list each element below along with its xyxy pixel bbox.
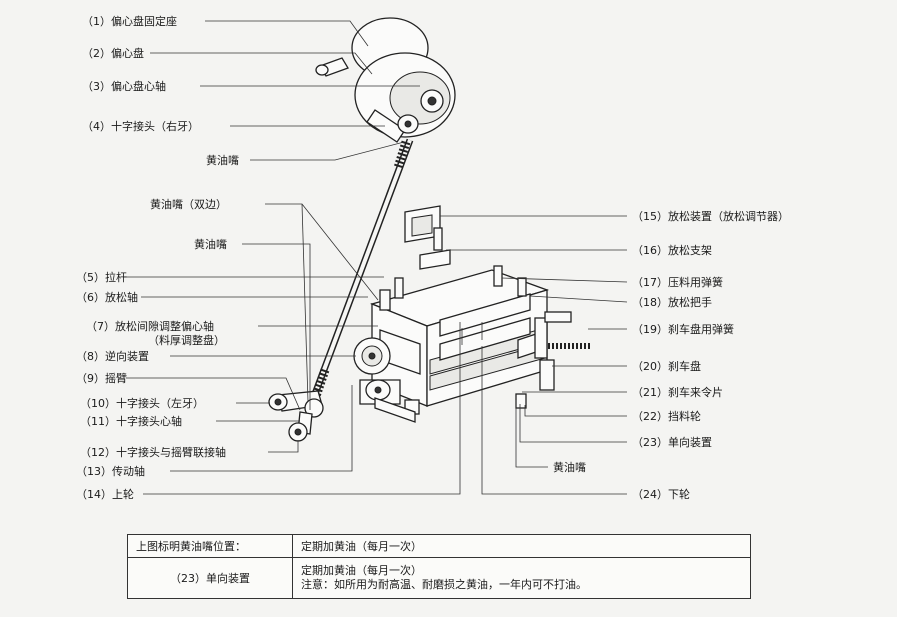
label-grease-nipple-3: 黄油嘴 xyxy=(553,460,586,474)
label-reverse-device: （8）逆向装置 xyxy=(76,349,149,363)
label-grease-nipple-1: 黄油嘴 xyxy=(206,153,239,167)
table-cell-instructions: 定期加黄油（每月一次） 注意：如所用为耐高温、耐磨损之黄油，一年内可不打油。 xyxy=(292,557,751,599)
label-brake-lining: （21）刹车来令片 xyxy=(632,385,723,399)
left-labels: （1）偏心盘固定座 （2）偏心盘 （3）偏心盘心轴 （4）十字接头（右牙） 黄油… xyxy=(76,14,239,501)
table-cell-part: （23）单向装置 xyxy=(127,557,293,599)
label-one-way-device: （23）单向装置 xyxy=(632,435,712,449)
label-upper-wheel: （14）上轮 xyxy=(76,487,134,501)
label-brake-spring: （19）刹车盘用弹簧 xyxy=(632,322,734,336)
caution-text: 注意：如所用为耐高温、耐磨损之黄油，一年内可不打油。 xyxy=(301,578,587,591)
label-gap-eccentric-shaft: （7）放松间隙调整偏心轴 xyxy=(86,319,214,333)
leader-lines xyxy=(123,20,628,495)
label-eccentric-disk-shaft: （3）偏心盘心轴 xyxy=(82,79,166,93)
table-cell-header: 上图标明黄油嘴位置： xyxy=(127,534,293,558)
right-labels: （15）放松装置（放松调节器） （16）放松支架 （17）压料用弹簧 （18）放… xyxy=(553,209,789,501)
label-cross-joint-shaft: （11）十字接头心轴 xyxy=(80,414,182,428)
label-cross-joint-left: （10）十字接头（左牙） xyxy=(80,396,204,410)
table-row: 上图标明黄油嘴位置： 定期加黄油（每月一次） xyxy=(127,534,751,558)
label-stop-wheel: （22）挡料轮 xyxy=(632,409,701,423)
label-release-shaft: （6）放松轴 xyxy=(76,290,138,304)
table-cell-schedule: 定期加黄油（每月一次） xyxy=(292,534,751,558)
label-release-device: （15）放松装置（放松调节器） xyxy=(632,209,789,223)
label-brake-disk: （20）刹车盘 xyxy=(632,359,701,373)
lubrication-table: 上图标明黄油嘴位置： 定期加黄油（每月一次） （23）单向装置 定期加黄油（每月… xyxy=(127,534,751,599)
schedule-text: 定期加黄油（每月一次） xyxy=(301,564,422,577)
label-cross-joint-rocker-link: （12）十字接头与摇臂联接轴 xyxy=(80,445,226,459)
table-row: （23）单向装置 定期加黄油（每月一次） 注意：如所用为耐高温、耐磨损之黄油，一… xyxy=(127,557,751,599)
label-release-handle: （18）放松把手 xyxy=(632,295,712,309)
label-pull-rod: （5）拉杆 xyxy=(76,270,127,284)
machine-drawing xyxy=(268,17,590,442)
label-thickness-disk: （料厚调整盘） xyxy=(148,333,225,347)
label-lower-wheel: （24）下轮 xyxy=(632,487,690,501)
label-eccentric-disk-mount: （1）偏心盘固定座 xyxy=(82,14,177,28)
label-press-spring: （17）压料用弹簧 xyxy=(632,275,723,289)
label-grease-nipple-double: 黄油嘴（双边） xyxy=(150,197,227,211)
label-eccentric-disk: （2）偏心盘 xyxy=(82,46,144,60)
label-drive-shaft: （13）传动轴 xyxy=(76,464,145,478)
label-rocker-arm: （9）摇臂 xyxy=(76,371,127,385)
label-release-bracket: （16）放松支架 xyxy=(632,243,712,257)
label-cross-joint-right: （4）十字接头（右牙） xyxy=(82,119,199,133)
label-grease-nipple-2: 黄油嘴 xyxy=(194,237,227,251)
